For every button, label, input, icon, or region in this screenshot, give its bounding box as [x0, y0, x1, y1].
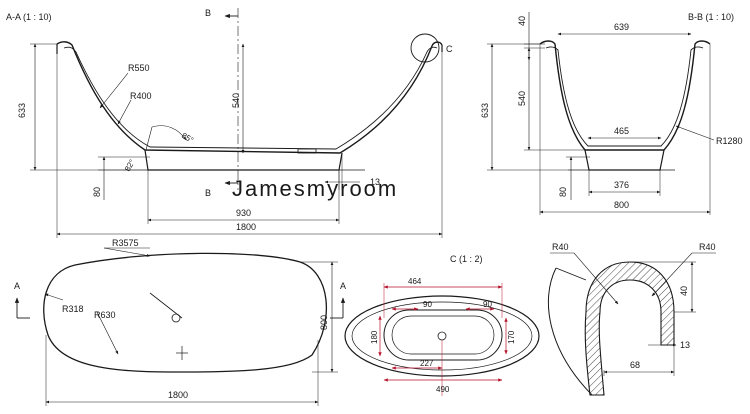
top-view-drain-hole — [171, 313, 181, 323]
r3575-label: R3575 — [112, 238, 139, 248]
top-view: A A R3575 R318 R630 800 1800 — [14, 238, 346, 406]
tub-inner-profile — [63, 46, 438, 150]
r318-label: R318 — [62, 304, 84, 314]
dim-80-label: 80 — [92, 187, 102, 197]
dim-13-label: 13 — [370, 177, 380, 187]
dim-1800-label: 1800 — [236, 222, 256, 232]
detail-c-outer-body — [547, 267, 593, 396]
r3575-leader — [103, 247, 151, 257]
detail-c-top-line — [555, 267, 587, 281]
dim-540-label: 540 — [231, 93, 241, 108]
r630-label: R630 — [94, 310, 116, 320]
left-rim — [56, 44, 443, 54]
dim-227-label: 227 — [420, 359, 434, 368]
detail-c-view: C (1 : 2) R40 R40 40 13 68 — [450, 242, 716, 396]
dim-930-label: 930 — [236, 208, 251, 218]
angle-85-arc — [151, 125, 187, 141]
bb-inner-profile — [545, 46, 704, 147]
bb-dim-800-label: 800 — [614, 200, 629, 210]
detail-c-callout — [410, 33, 440, 63]
detail-dim-68-label: 68 — [630, 360, 640, 370]
bb-dim-465-label: 465 — [614, 126, 629, 136]
bb-dim-540-label: 540 — [517, 91, 527, 106]
tub-outer-profile — [56, 41, 443, 154]
drain-basin-inner — [391, 315, 495, 355]
r40-right-leader — [651, 252, 693, 297]
dim-490-label: 490 — [436, 385, 450, 394]
bb-plinth — [584, 149, 665, 171]
section-bb-view: B-B (1 : 10) 40 639 633 540 465 R1280 — [480, 12, 743, 215]
section-aa-title: A-A (1 : 10) — [6, 12, 52, 22]
bb-dim-639-label: 639 — [614, 22, 629, 32]
r40-left-leader — [573, 252, 619, 305]
section-b-marker-top: B — [205, 8, 211, 18]
top-view-outline — [43, 252, 328, 373]
drain-basin-outer — [383, 309, 503, 361]
detail-dim-40-label: 40 — [679, 286, 689, 296]
section-b-marker-bottom: B — [205, 188, 211, 198]
r400-leader — [117, 99, 132, 125]
top-dim-800-label: 800 — [319, 315, 329, 330]
r318-leader — [44, 293, 64, 301]
drain-detail-aa — [297, 148, 317, 154]
r630-leader — [96, 311, 119, 355]
section-a-marker-right: A — [340, 281, 346, 291]
r400-label: R400 — [130, 91, 152, 101]
dim-90-left-label: 90 — [423, 300, 432, 309]
r550-label: R550 — [128, 63, 150, 73]
dim-90-right-label: 90 — [483, 300, 492, 309]
r40-right-label: R40 — [699, 242, 716, 252]
section-a-marker-left: A — [14, 281, 20, 291]
drain-plan-view: 464 90 90 180 170 227 490 — [344, 277, 540, 396]
drain-hole — [437, 331, 447, 341]
detail-c-label: C — [446, 44, 453, 54]
detail-c-rim-section — [584, 261, 675, 396]
top-dim-1800-label: 1800 — [168, 390, 188, 400]
angle-85-ray — [145, 126, 153, 151]
dim-170-label: 170 — [507, 330, 516, 344]
dim-633-label: 633 — [17, 103, 27, 118]
bb-outer-profile — [539, 40, 711, 151]
bb-r1280-label: R1280 — [716, 136, 743, 146]
detail-dim-13-label: 13 — [680, 340, 690, 350]
section-aa-view: A-A (1 : 10) C B B R550 R400 85° 82° — [6, 8, 453, 238]
detail-c-title: C (1 : 2) — [450, 254, 483, 264]
dim-180-label: 180 — [370, 330, 379, 344]
section-bb-title: B-B (1 : 10) — [688, 12, 734, 22]
watermark-text: Jamesmyroom — [232, 176, 398, 201]
r40-left-label: R40 — [552, 242, 569, 252]
angle-82-label: 82° — [123, 158, 137, 173]
r550-leader — [99, 72, 129, 109]
bb-dim-376-label: 376 — [614, 180, 629, 190]
bb-r1280-leader — [675, 125, 715, 141]
bb-dim-633-label: 633 — [480, 103, 490, 118]
dim-464-label: 464 — [408, 277, 422, 286]
bb-dim-40-label: 40 — [517, 16, 527, 26]
angle-85-label: 85° — [180, 131, 195, 145]
bb-dim-80-label: 80 — [558, 187, 568, 197]
